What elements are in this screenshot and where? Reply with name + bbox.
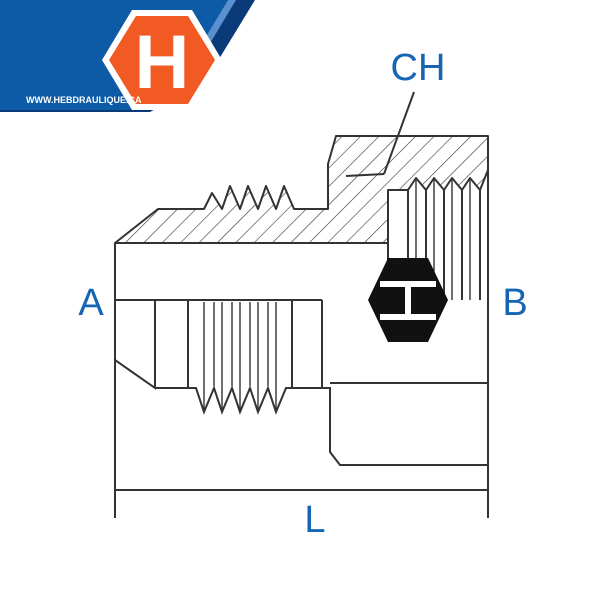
male-cone	[114, 300, 156, 390]
label-b: B	[502, 282, 527, 324]
female-thread-profile	[407, 190, 481, 300]
male-thread-profile	[188, 385, 292, 415]
label-ch: CH	[391, 47, 446, 89]
male-neck	[292, 300, 323, 389]
hex-nut-bar-bottom	[380, 314, 436, 320]
label-a: A	[78, 282, 104, 324]
length-dimension	[114, 440, 489, 518]
ch-leader-tail	[345, 173, 385, 177]
brand-url[interactable]: WWW.HEBDRAULIQUE.CA	[26, 95, 142, 105]
logo-hex-fill	[109, 16, 215, 104]
hex-nut-stem	[405, 287, 411, 314]
hatched-wall	[114, 135, 489, 244]
body-section-hatched	[114, 135, 489, 244]
hex-flange-outline	[322, 387, 489, 466]
hex-nut-icon	[368, 258, 448, 342]
logo-letter: H	[135, 20, 190, 105]
brand-logo[interactable]: H	[102, 10, 222, 110]
label-l: L	[304, 499, 325, 541]
brand-banner: H WWW.HEBDRAULIQUE.CA	[0, 0, 255, 112]
ch-leader-line	[383, 91, 415, 175]
male-end	[114, 243, 323, 415]
ch-leader	[345, 91, 415, 177]
hex-nut-bar-top	[380, 281, 436, 287]
male-thread-lines	[203, 302, 277, 410]
